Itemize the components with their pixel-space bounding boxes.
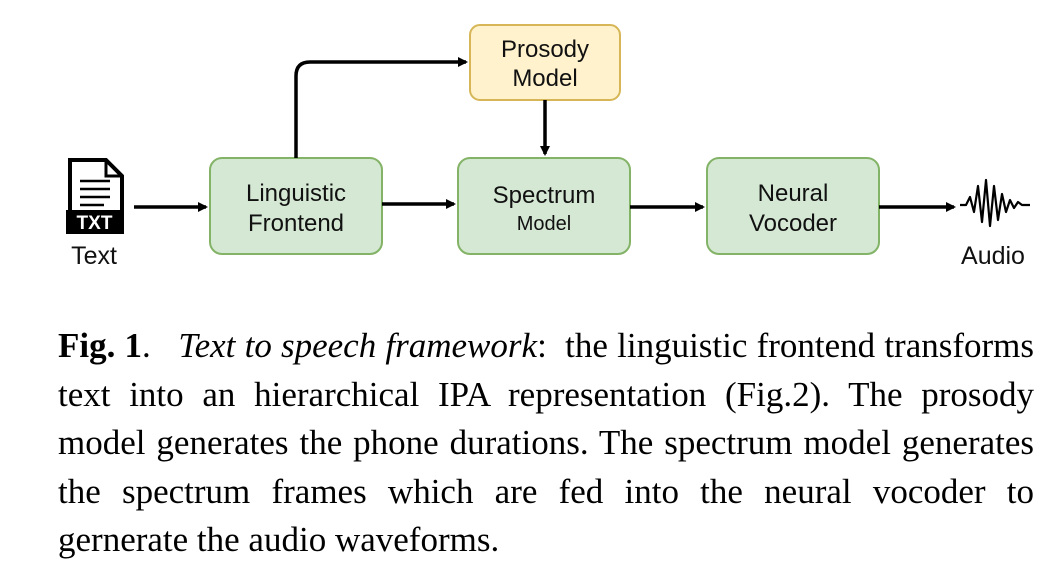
linguistic-frontend-box: Linguistic Frontend bbox=[209, 157, 383, 255]
figure-number-period: . bbox=[142, 326, 151, 365]
spectrum-model-line1: Spectrum bbox=[493, 182, 596, 209]
tts-framework-diagram: TXT Text Prosody Model Linguistic Fronte… bbox=[66, 24, 1030, 270]
spectrum-model-line2: Model bbox=[517, 213, 571, 235]
figure-number: Fig. 1 bbox=[58, 326, 143, 365]
prosody-model-line1: Prosody bbox=[501, 36, 589, 63]
neural-vocoder-line2: Vocoder bbox=[749, 210, 837, 237]
audio-waveform-icon bbox=[960, 178, 1030, 228]
input-label: Text bbox=[71, 242, 117, 270]
caption-title: Text to speech framework bbox=[178, 326, 538, 365]
txt-icon-label: TXT bbox=[77, 213, 113, 234]
linguistic-frontend-line1: Linguistic bbox=[246, 180, 346, 207]
text-file-icon: TXT bbox=[66, 158, 124, 234]
prosody-model-box: Prosody Model bbox=[469, 24, 621, 101]
neural-vocoder-box: Neural Vocoder bbox=[706, 157, 880, 255]
figure-caption: Fig. 1. Text to speech framework: the li… bbox=[58, 322, 1034, 565]
spectrum-model-box: Spectrum Model bbox=[457, 157, 631, 255]
output-label: Audio bbox=[961, 242, 1025, 270]
neural-vocoder-line1: Neural bbox=[758, 180, 829, 207]
linguistic-frontend-line2: Frontend bbox=[248, 210, 344, 237]
prosody-model-line2: Model bbox=[512, 65, 577, 92]
caption-body: the linguistic frontend transforms text … bbox=[58, 326, 1035, 559]
arrow-linguistic-to-prosody bbox=[294, 57, 468, 158]
caption-title-colon: : bbox=[537, 326, 547, 365]
